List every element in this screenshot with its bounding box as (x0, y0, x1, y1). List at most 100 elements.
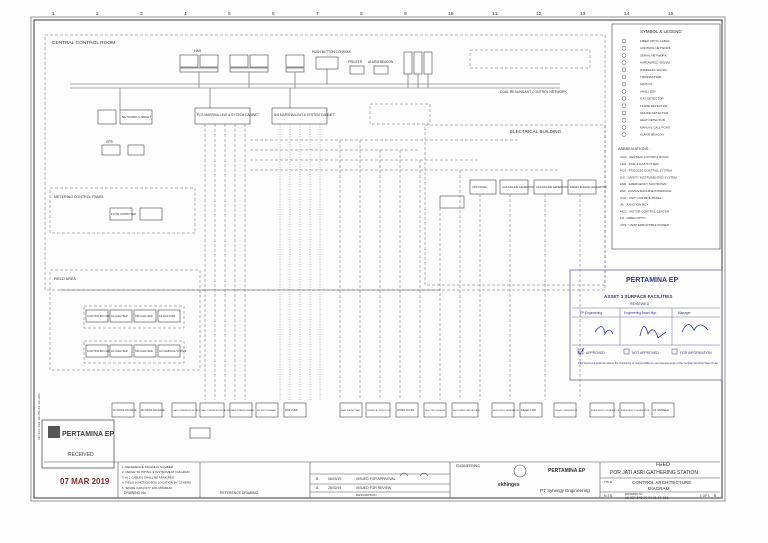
note-row: 1. REFERENCE DRAWING NUMBER (122, 465, 174, 469)
legend-symbol (621, 38, 627, 44)
device-box (619, 402, 645, 418)
svg-text:ENGINEERING: ENGINEERING (456, 464, 480, 468)
legend-symbol (621, 53, 627, 58)
network-cabinet: NETWORK CABINET (97, 109, 153, 125)
legend-symbol (621, 103, 627, 109)
svg-text:GAS COMPRESSOR PACKAGE: GAS COMPRESSOR PACKAGE (173, 409, 206, 412)
svg-text:HMI: HMI (194, 49, 201, 53)
svg-text:6: 6 (272, 11, 275, 17)
gps-unit: GPS (101, 140, 145, 156)
device-box (451, 402, 479, 418)
svg-text:ISSUED FOR APPROVAL: ISSUED FOR APPROVAL (356, 477, 396, 481)
svg-text:A: A (316, 486, 319, 490)
svg-text:MV DRIVE PACKAGE: MV DRIVE PACKAGE (141, 409, 165, 412)
legend-row-label: CONTROL NETWORK (640, 46, 671, 50)
svg-text:DIESEL GENERATOR: DIESEL GENERATOR (555, 409, 577, 412)
drawing-number: 18-224-548-00-IN-01-04-001 (625, 496, 668, 500)
svg-text:FOR INFORMATION: FOR INFORMATION (680, 351, 712, 355)
svg-text:APPROVED: APPROVED (586, 351, 605, 355)
received-date: 07 MAR 2019 (60, 477, 110, 486)
device-box (229, 402, 253, 418)
device-box (423, 402, 447, 418)
device-box (171, 402, 197, 418)
device-box (365, 402, 391, 418)
stamp-title: ASSET 3 SURFACE FACILITIES (604, 294, 672, 299)
legend-symbol (621, 117, 627, 123)
legend-symbol (621, 60, 627, 65)
device-box (139, 402, 163, 418)
sis-cabinet: SIS MARSHALLING & SYSTEM CABINET (271, 107, 335, 125)
field-area-zone: FIELD AREA (49, 269, 201, 371)
svg-text:25/02/19: 25/02/19 (328, 486, 341, 490)
svg-text:B: B (714, 494, 717, 498)
svg-text:HV SWITCHGEAR: HV SWITCHGEAR (257, 409, 276, 412)
gps-servers (403, 51, 433, 75)
svg-text:H2S ANALYZER: H2S ANALYZER (135, 350, 153, 353)
svg-text:ELECTRICAL BUILDING: ELECTRICAL BUILDING (510, 129, 562, 134)
legend-row-label: HEAT DETECTOR (640, 118, 666, 122)
device-box (189, 427, 211, 439)
metering-control-panel: METERING CONTROL PANEL FLOW COMPUTER (49, 187, 196, 234)
svg-text:ELECTRIC HEATER: ELECTRIC HEATER (425, 409, 446, 412)
abbreviation-row: UCP : UNIT CONTROL PANEL (620, 196, 662, 200)
abbr-title: ABBREVIATIONS : (618, 147, 650, 151)
svg-text:EP Engineering: EP Engineering (580, 311, 602, 315)
svg-text:GPS: GPS (106, 140, 113, 144)
field-row-1: JUNCTION BOX METERING GC ANALYZER H2S AN… (83, 305, 185, 329)
field-row-2: JUNCTION BOX METERING GC ANALYZER H2S AN… (83, 340, 186, 364)
left-margin-text: 18-224-548-00-IN-01-04-001 (38, 393, 41, 440)
svg-text:O2 ANALYZER: O2 ANALYZER (159, 315, 175, 318)
pcs-cabinet: PCS MARSHALLING & SYSTEM CABINET (194, 107, 259, 125)
svg-text:DRAWING No.: DRAWING No. (124, 491, 147, 495)
legend-row-label: WIRELESS SIGNAL (640, 68, 668, 72)
svg-text:OIL SKIMMER: OIL SKIMMER (653, 409, 669, 412)
signature-2 (639, 326, 667, 339)
device-box (519, 402, 543, 418)
legend-symbol (621, 132, 627, 137)
svg-text:15: 15 (668, 11, 674, 17)
svg-text:ISSUED FOR REVIEW: ISSUED FOR REVIEW (356, 486, 392, 490)
svg-text:3: 3 (140, 11, 143, 17)
electrical-building-zone: ELECTRICAL BUILDING UPS PANEL GAS ENGINE… (424, 124, 607, 286)
legend-row-label: FIBER OPTIC CABLE (640, 39, 670, 43)
legend-row-label: ALARM BEACON (640, 133, 664, 137)
owner-name: PERTAMINA EP (548, 468, 586, 474)
svg-text:B: B (316, 477, 319, 481)
svg-text:GAS COMPRESSOR PACKAGE: GAS COMPRESSOR PACKAGE (201, 409, 234, 412)
revision-table: B 05/03/19 ISSUED FOR APPROVAL A 25/02/1… (310, 464, 480, 497)
svg-text:DUAL REDUNDANT CONTROL NETWORK: DUAL REDUNDANT CONTROL NETWORK (500, 90, 567, 94)
outer-frame (33, 19, 723, 499)
title-block: ekhinges PERTAMINA EP PT Synergy Enginee… (498, 462, 720, 500)
svg-text:PUSH BUTTON CONSOLE: PUSH BUTTON CONSOLE (312, 50, 351, 54)
signature-1 (594, 326, 614, 336)
device-box (199, 402, 225, 418)
svg-text:REFERENCE DRAWING: REFERENCE DRAWING (220, 491, 258, 495)
project-title: FEED (656, 462, 670, 468)
stamp-logo: PERTAMINA EP (626, 277, 678, 284)
svg-text:GC ANALYZER: GC ANALYZER (111, 315, 128, 318)
printer-block: PRINTER (348, 60, 365, 75)
legend-symbol (621, 96, 627, 101)
legend-title: SYMBOL & LEGEND (640, 29, 682, 34)
svg-text:METERING CONTROL PANEL: METERING CONTROL PANEL (54, 195, 104, 199)
hmi-workstation-1: HMI (179, 49, 219, 73)
abbreviation-row: JB : JUNCTION BOX (620, 203, 648, 207)
abbreviation-row: ESD : EMERGENCY SHUTDOWN (620, 182, 666, 186)
svg-text:MV DRIVE PACKAGE: MV DRIVE PACKAGE (113, 409, 137, 412)
legend-panel: SYMBOL & LEGEND FIBER OPTIC CABLE CONTROL… (611, 23, 721, 250)
svg-text:13: 13 (580, 11, 586, 17)
svg-text:10: 10 (448, 11, 454, 17)
svg-text:MAIN TRANSFORMER: MAIN TRANSFORMER (231, 409, 254, 412)
svg-text:PRINTER: PRINTER (348, 60, 363, 64)
abbreviation-row: PCS : PROCESS CONTROL SYSTEM (620, 169, 672, 173)
svg-text:FIRE WATER TANK: FIRE WATER TANK (341, 409, 361, 412)
abbreviation-row: HMI : HUMAN MACHINE INTERFACE (620, 189, 671, 193)
legend-symbol (621, 110, 627, 116)
device-box (395, 402, 419, 418)
device-box (255, 402, 279, 418)
svg-text:FIELD AREA: FIELD AREA (54, 277, 76, 281)
note-row: 2. REFER TO PIPING & INSTRUMENT DIAGRAM (122, 470, 190, 474)
legend-row-label: SWITCH (640, 82, 652, 86)
